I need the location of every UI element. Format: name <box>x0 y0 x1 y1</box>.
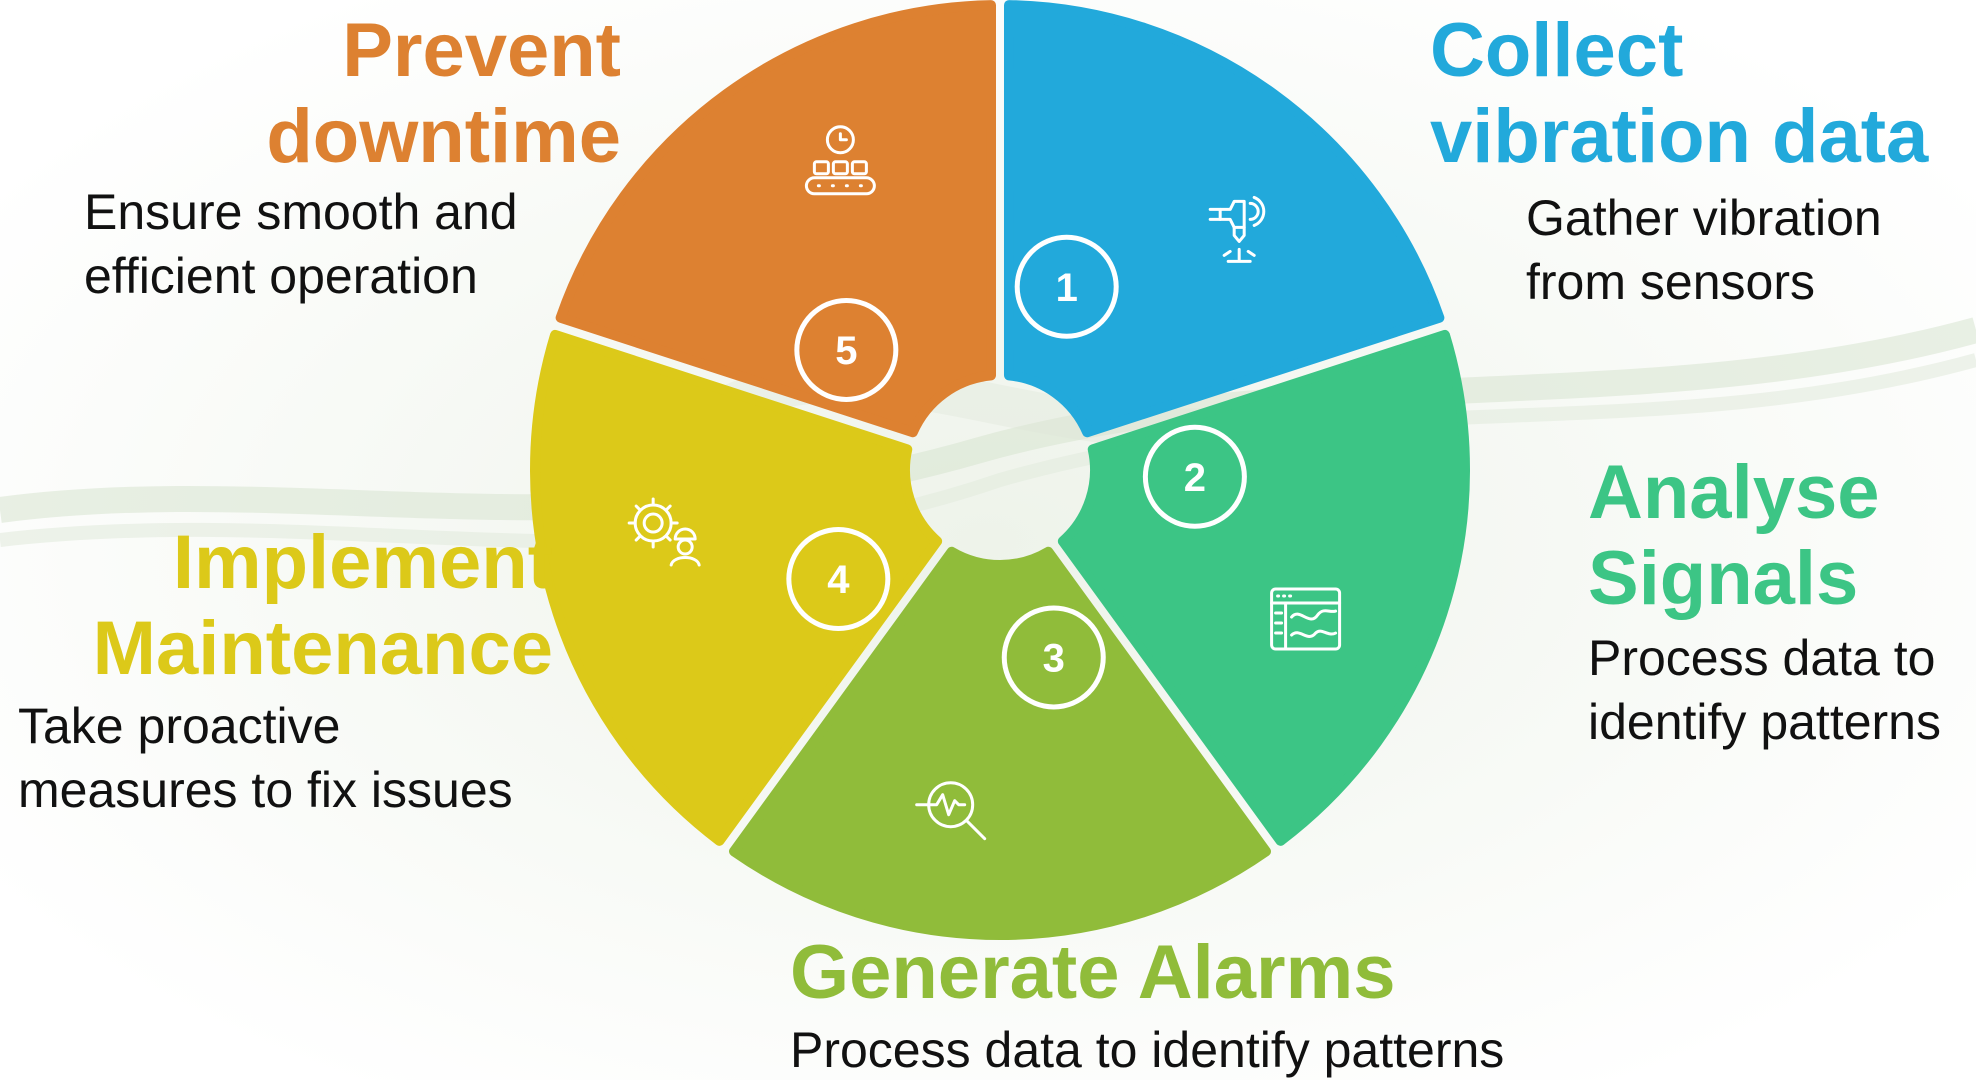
step4-desc-line1: Take proactive <box>18 698 341 754</box>
badge-fill <box>1147 429 1242 524</box>
step2-title-line1: Analyse <box>1588 450 1880 535</box>
magnifier-waveform-icon <box>915 781 987 841</box>
step5-title-line2: downtime <box>266 94 621 179</box>
step5-title: Prevent downtime <box>266 8 621 180</box>
step1-title-line2: vibration data <box>1430 94 1929 179</box>
step4-description: Take proactive measures to fix issues <box>18 694 513 822</box>
step3-title: Generate Alarms <box>790 930 1395 1016</box>
sensor-icon <box>1208 195 1266 263</box>
step-badge-2: 2 <box>1142 424 1247 529</box>
step-number-3: 3 <box>1043 636 1065 680</box>
step4-title: Implement Maintenance <box>93 520 553 692</box>
step2-title-line2: Signals <box>1588 536 1859 621</box>
step1-title: Collect vibration data <box>1430 8 1928 180</box>
step1-desc-line1: Gather vibration <box>1526 190 1882 246</box>
step-badge-4: 4 <box>786 527 891 632</box>
segment-step-4 <box>530 329 943 846</box>
conveyor-clock-icon <box>804 125 876 196</box>
step2-desc-line1: Process data to <box>1588 630 1936 686</box>
step-number-5: 5 <box>835 329 857 373</box>
step-number-1: 1 <box>1056 266 1078 310</box>
step1-description: Gather vibration from sensors <box>1526 186 1882 314</box>
step-badge-1: 1 <box>1014 234 1119 339</box>
step1-desc-line2: from sensors <box>1526 254 1815 310</box>
step-number-2: 2 <box>1184 456 1206 500</box>
step1-title-line1: Collect <box>1430 8 1684 93</box>
step3-description: Process data to identify patterns <box>790 1018 1504 1082</box>
step5-description: Ensure smooth and efficient operation <box>84 180 518 308</box>
step2-desc-line2: identify patterns <box>1588 694 1941 750</box>
badge-fill <box>1019 239 1114 334</box>
step4-title-line2: Maintenance <box>92 606 553 691</box>
badge-fill <box>799 302 894 397</box>
badge-fill <box>791 532 886 627</box>
step3-title-line1: Generate Alarms <box>790 930 1396 1015</box>
step3-desc-line1: Process data to identify patterns <box>790 1022 1505 1078</box>
step-number-4: 4 <box>827 558 850 602</box>
step4-title-line1: Implement <box>172 520 553 605</box>
step2-title: Analyse Signals <box>1588 450 1880 622</box>
step-badge-5: 5 <box>794 297 899 402</box>
step5-desc-line2: efficient operation <box>84 248 478 304</box>
segment-step-3 <box>729 546 1271 940</box>
step4-desc-line2: measures to fix issues <box>18 762 513 818</box>
signal-chart-icon <box>1270 587 1342 651</box>
step2-description: Process data to identify patterns <box>1588 626 1941 754</box>
step-badge-3: 3 <box>1001 605 1106 710</box>
step5-desc-line1: Ensure smooth and <box>84 184 518 240</box>
badge-fill <box>1006 610 1101 705</box>
step5-title-line1: Prevent <box>342 8 621 93</box>
gear-worker-icon <box>627 497 701 567</box>
